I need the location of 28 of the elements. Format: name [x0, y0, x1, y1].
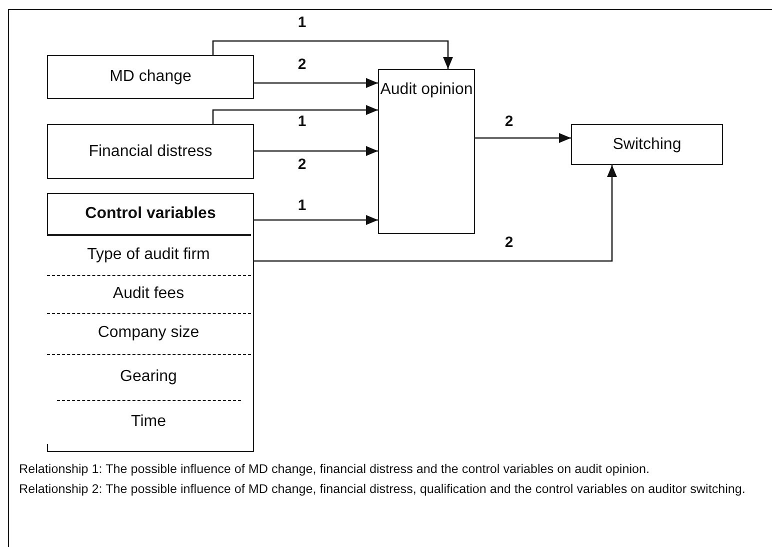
- variable-row: [46, 312, 250, 354]
- note-text: Relationship 1: The possible influence of MD change, financial distress and the control variables on audit opinion.: [19, 461, 651, 478]
- node-label: Gearing: [120, 366, 177, 386]
- process-box: [378, 69, 475, 234]
- node-label: Audit fees: [112, 284, 184, 304]
- arrow: [254, 78, 378, 88]
- process-box: [47, 124, 254, 179]
- node-label: Switching: [612, 134, 682, 154]
- arrow: [254, 165, 617, 262]
- note-text: Relationship 2: The possible influence of MD change, financial distress, qualification and the control variables on auditor switching.: [19, 481, 746, 498]
- node-label: Time: [131, 412, 166, 432]
- variable-row: [46, 354, 250, 400]
- node-label: Audit opinion: [380, 80, 473, 100]
- group-box: [47, 193, 254, 452]
- node-label: Financial distress: [88, 142, 212, 162]
- arrow: [254, 146, 378, 156]
- arrow: [475, 133, 571, 143]
- arrow: [212, 40, 453, 69]
- node-label: Type of audit firm: [87, 245, 210, 265]
- process-box: [571, 124, 723, 165]
- variable-row: [46, 274, 250, 312]
- node-label: MD change: [110, 67, 192, 87]
- arrow: [254, 215, 378, 225]
- variable-row: [46, 234, 250, 274]
- node-label: Company size: [98, 323, 200, 343]
- group-heading: Control variables: [85, 204, 216, 224]
- process-box: [47, 55, 254, 99]
- arrow: [212, 105, 378, 124]
